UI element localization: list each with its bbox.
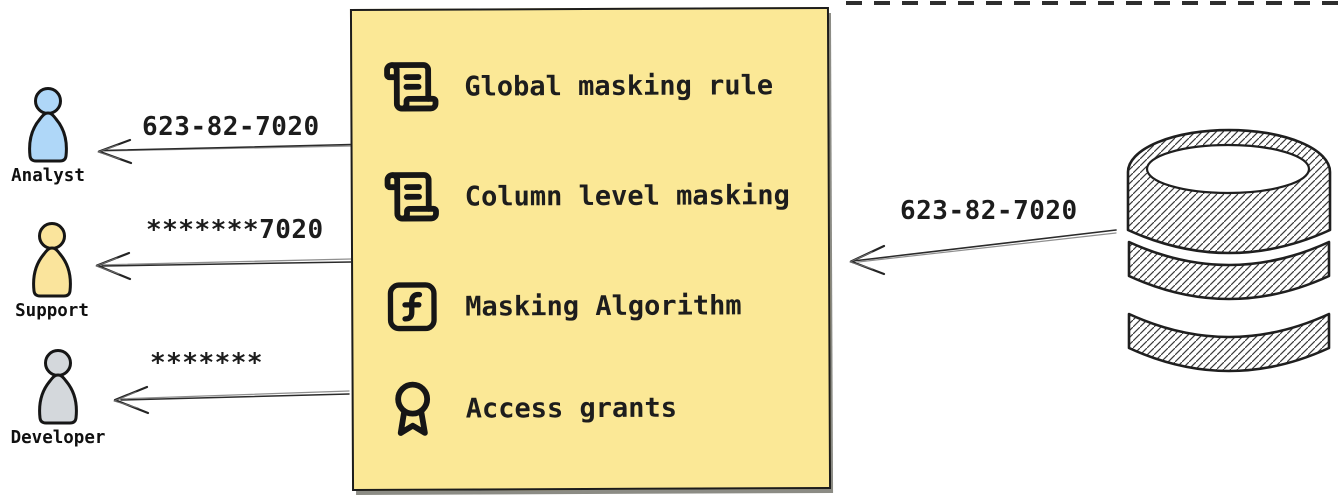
persona-label: Analyst xyxy=(11,166,85,186)
feature-label: Access grants xyxy=(465,392,678,425)
persona-developer: Developer xyxy=(11,348,105,448)
persona-support: Support xyxy=(15,221,89,321)
masking-feature-row: Global masking rule xyxy=(382,55,773,117)
support-person-icon xyxy=(32,222,72,298)
developer-masked-value: ******* xyxy=(150,348,264,378)
persona-analyst: Analyst xyxy=(11,86,85,186)
award-icon xyxy=(395,381,431,436)
feature-label: Masking Algorithm xyxy=(465,289,742,323)
scroll-text-icon xyxy=(384,62,439,112)
masking-feature-row: Column level masking xyxy=(383,165,790,227)
box-to-analyst-arrow xyxy=(97,138,352,165)
database-icon xyxy=(1126,128,1332,373)
feature-label: Global masking rule xyxy=(464,69,774,103)
feature-label: Column level masking xyxy=(464,179,790,213)
analyst-person-icon xyxy=(28,87,68,163)
database-raw-value: 623-82-7020 xyxy=(900,196,1078,226)
analyst-masked-value: 623-82-7020 xyxy=(142,112,320,142)
database-to-box-arrow xyxy=(849,229,1117,276)
masking-box: Global masking rule Column level masking… xyxy=(349,6,832,492)
box-to-developer-arrow xyxy=(113,385,350,415)
developer-person-icon xyxy=(38,349,78,425)
support-masked-value: *******7020 xyxy=(146,215,324,245)
masking-feature-row: Access grants xyxy=(384,378,678,439)
persona-label: Support xyxy=(15,301,89,321)
masking-feature-row: Masking Algorithm xyxy=(383,275,742,337)
scroll-text-icon xyxy=(384,172,439,222)
box-to-support-arrow xyxy=(95,251,352,281)
function-square-icon xyxy=(387,282,437,332)
persona-label: Developer xyxy=(10,428,106,448)
